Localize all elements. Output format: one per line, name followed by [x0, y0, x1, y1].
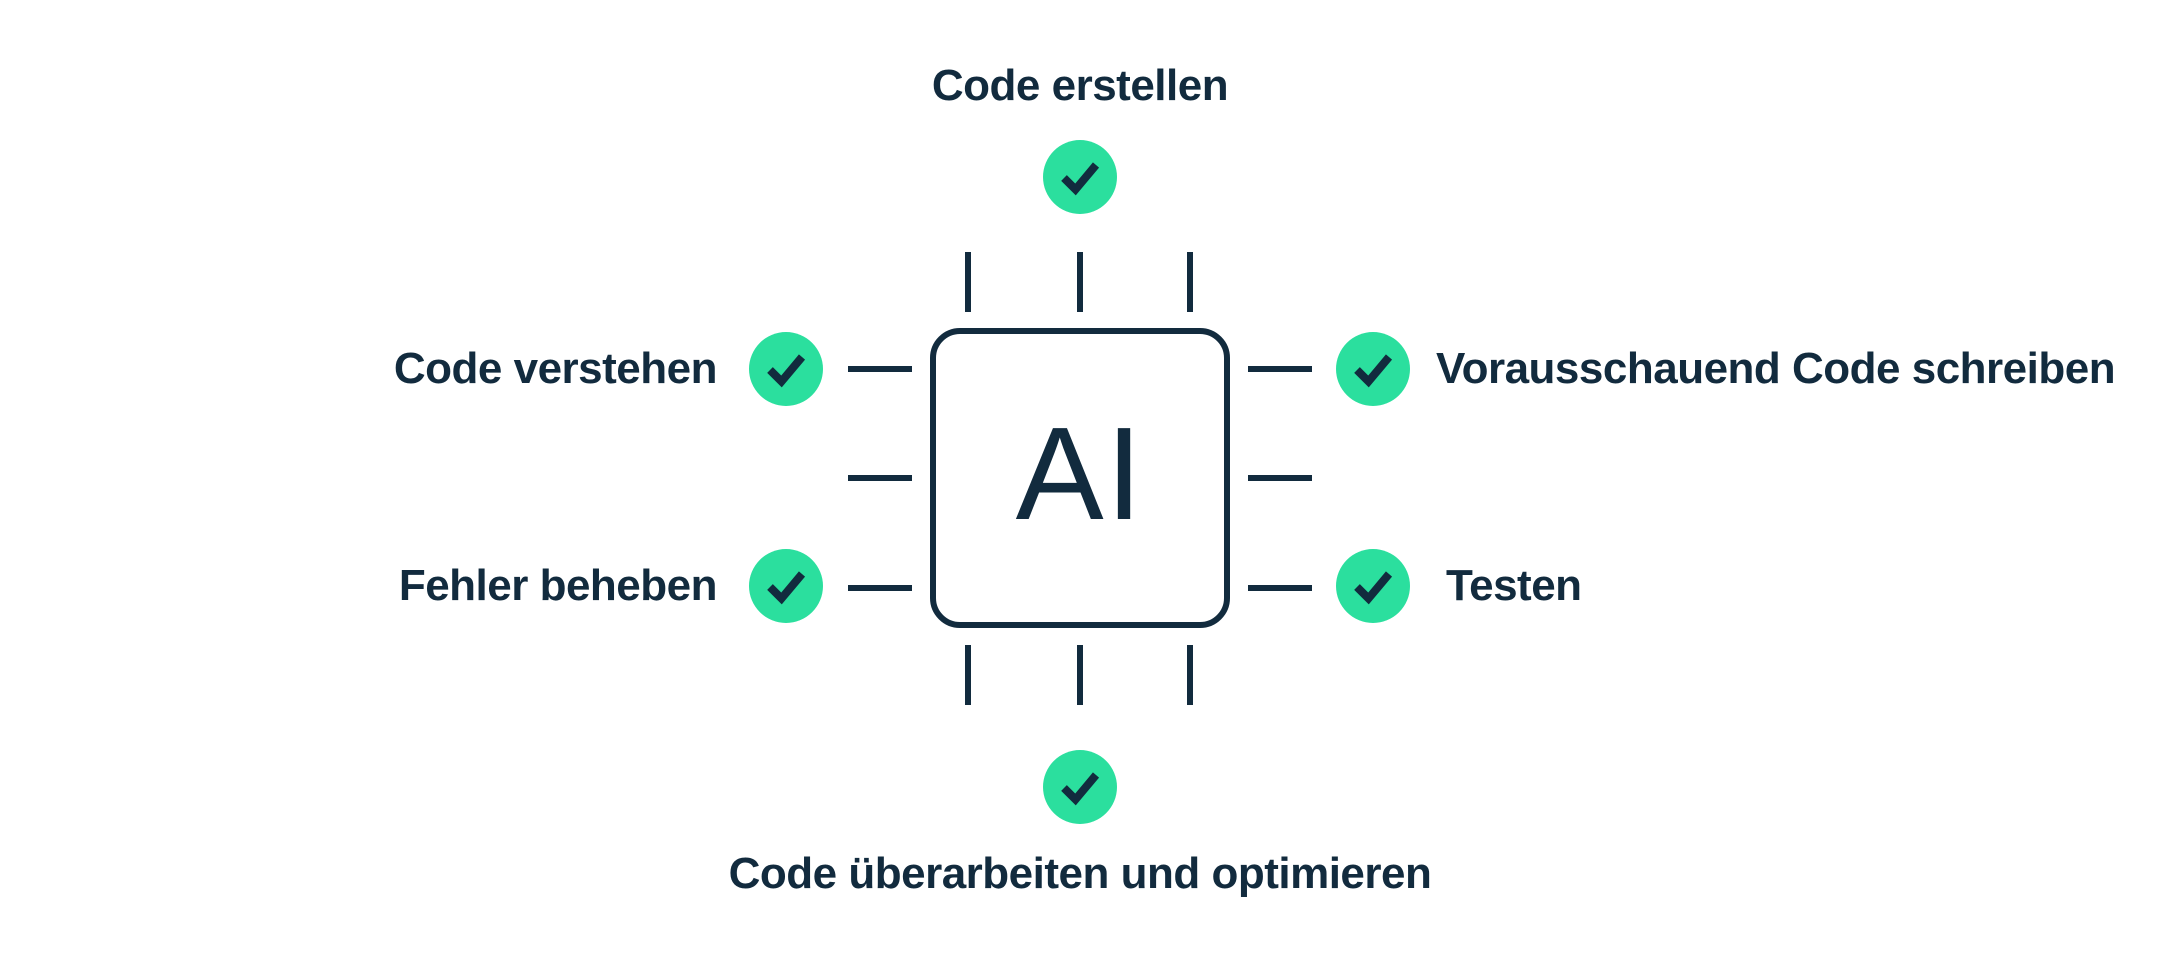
check-icon [1043, 750, 1117, 824]
feature-label-fehler-beheben: Fehler beheben [398, 561, 718, 610]
feature-label-testen: Testen [1446, 561, 1582, 610]
ai-chip-icon: AI [930, 328, 1230, 628]
chip-pin [1248, 475, 1312, 481]
chip-pin [1077, 252, 1083, 312]
chip-pin [965, 645, 971, 705]
chip-pin [848, 475, 912, 481]
check-icon [749, 332, 823, 406]
feature-label-code-erstellen: Code erstellen [931, 61, 1229, 110]
feature-label-vorausschauend-code-schreiben: Vorausschauend Code schreiben [1436, 344, 2116, 393]
chip-pin [1187, 252, 1193, 312]
chip-pin [1187, 645, 1193, 705]
feature-label-code-ueberarbeiten-und-optimieren: Code überarbeiten und optimieren [728, 849, 1432, 898]
check-icon [1043, 140, 1117, 214]
chip-pin [1248, 366, 1312, 372]
check-icon [749, 549, 823, 623]
chip-pin [1248, 585, 1312, 591]
chip-pin [965, 252, 971, 312]
check-icon [1336, 549, 1410, 623]
chip-pin [848, 366, 912, 372]
chip-pin [848, 585, 912, 591]
feature-label-code-verstehen: Code verstehen [393, 344, 718, 393]
check-icon [1336, 332, 1410, 406]
chip-label: AI [1015, 400, 1145, 547]
chip-pin [1077, 645, 1083, 705]
